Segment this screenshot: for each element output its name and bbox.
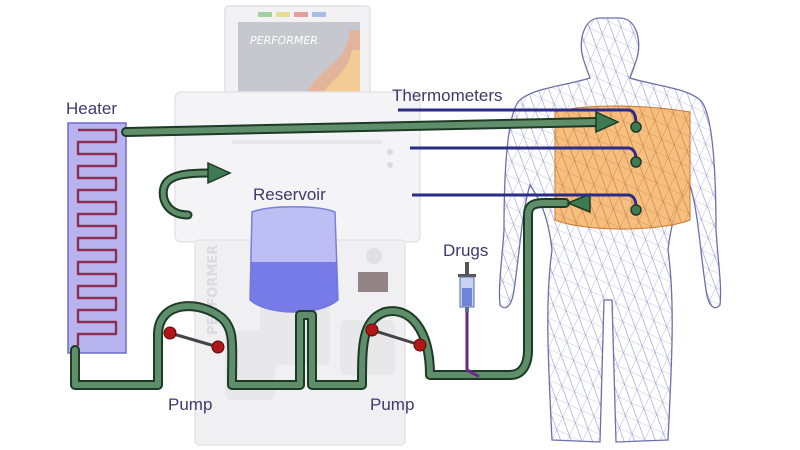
tubing-circuit [70, 117, 603, 390]
drugs-syringe: Drugs [443, 241, 488, 312]
digital-display [358, 272, 388, 292]
inflow-arrow-icon [595, 110, 620, 134]
pump-left-label: Pump [168, 395, 212, 414]
pump-right: Pump [365, 323, 427, 414]
inflow-tube-inner [123, 119, 601, 135]
status-lights [258, 12, 326, 17]
recirculation-arrow [158, 161, 232, 220]
thermometer-probe-icon [630, 156, 642, 168]
tube-inner [72, 200, 568, 388]
heater: Heater [66, 99, 127, 354]
control-knob [366, 248, 382, 264]
thermometers-label: Thermometers [392, 86, 503, 105]
reservoir-label: Reservoir [253, 185, 326, 204]
pump-left-roller-icon [211, 340, 225, 354]
heater-coil [76, 128, 118, 346]
drug-line [465, 310, 480, 378]
pump-right-roller-icon [365, 323, 379, 337]
pump-right-label: Pump [370, 395, 414, 414]
pump-left-roller-icon [163, 326, 177, 340]
recirculation-arrow-icon [207, 161, 232, 185]
pump-left: Pump [163, 326, 225, 414]
thermometers: Thermometers [392, 86, 642, 216]
reservoir: Reservoir [249, 185, 339, 313]
outflow-arrow-icon [566, 192, 591, 214]
pump-right-roller-icon [413, 338, 427, 352]
screen-brand: PERFORMER [250, 34, 318, 47]
thermometer-probe-icon [630, 204, 642, 216]
heater-label: Heater [66, 99, 117, 118]
reservoir-fluid [250, 262, 338, 312]
drugs-label: Drugs [443, 241, 488, 260]
thermometer-probe-icon [630, 121, 642, 133]
